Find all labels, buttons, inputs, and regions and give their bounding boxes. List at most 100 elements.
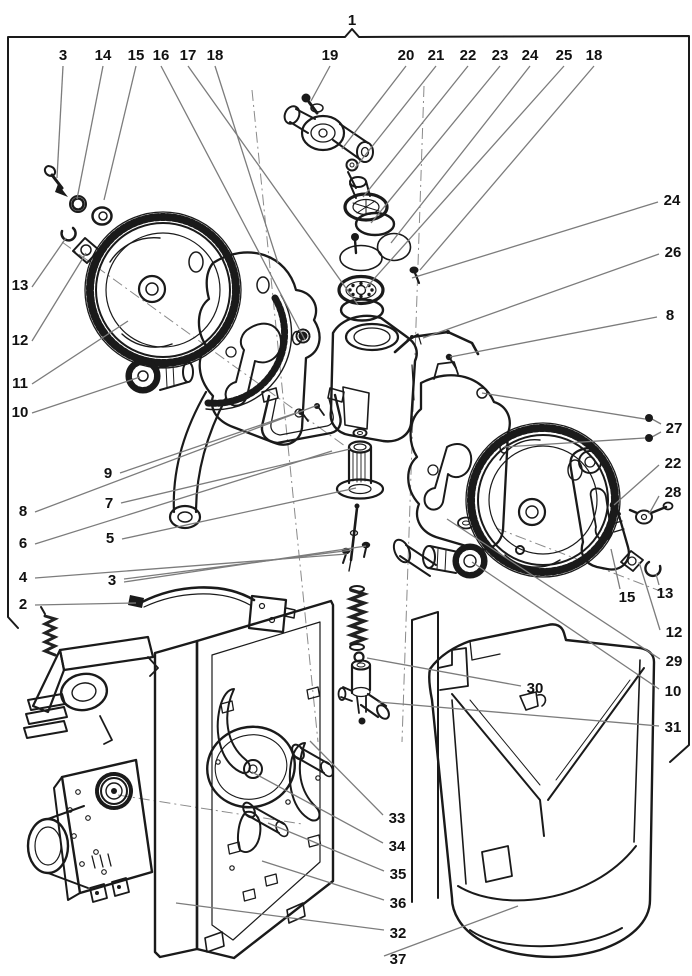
callout-26: 26 (665, 244, 682, 261)
callout-19: 19 (322, 47, 339, 64)
callout-23: 23 (492, 47, 509, 64)
leader-line-22 (613, 464, 660, 506)
callout-4: 4 (19, 569, 28, 586)
callout-22: 22 (665, 455, 682, 472)
left-gear-cluster (84, 211, 293, 411)
callout-25: 25 (556, 47, 573, 64)
leader-line-7 (120, 448, 351, 504)
leader-line-5 (121, 487, 357, 540)
callout-35: 35 (390, 866, 407, 883)
callout-9: 9 (104, 465, 112, 482)
outlet-fitting (337, 659, 390, 725)
leader-line-27 (651, 418, 662, 425)
callout-14: 14 (95, 47, 112, 64)
brew-chamber (329, 314, 422, 443)
leader-bullet-27 (645, 434, 653, 442)
callout-31: 31 (665, 719, 682, 736)
callout-6: 6 (19, 535, 27, 552)
leader-line-11 (31, 320, 129, 385)
leader-bullet-27 (645, 414, 653, 422)
callout-29: 29 (666, 653, 683, 670)
dregs-container (411, 611, 656, 959)
leader-line-18 (214, 65, 279, 264)
leader-line-37 (383, 905, 519, 957)
leader-line-12 (31, 252, 87, 342)
leader-line-32 (175, 902, 385, 931)
release-wire (393, 330, 480, 369)
diagram-frame (7, 28, 690, 763)
callout-10: 10 (665, 683, 682, 700)
leader-line-24 (411, 201, 659, 279)
leader-line-25 (364, 65, 565, 290)
back-panel (153, 599, 335, 960)
callout-11: 11 (12, 375, 28, 392)
leader-line-15 (103, 65, 137, 201)
callout-18: 18 (207, 47, 224, 64)
right-pinion (422, 543, 488, 579)
callout-36: 36 (390, 895, 407, 912)
callout-18: 18 (586, 47, 603, 64)
leader-line-8 (34, 404, 319, 513)
callout-15: 15 (619, 589, 636, 606)
callout-37: 37 (390, 951, 407, 968)
leader-line-22 (362, 65, 469, 198)
leader-line-21 (354, 65, 437, 169)
leader-line-6 (34, 450, 333, 545)
leader-line-26 (422, 253, 660, 339)
leader-line-19 (310, 65, 331, 102)
gear-motor (26, 758, 154, 903)
callout-32: 32 (390, 925, 407, 942)
callout-8: 8 (666, 307, 674, 324)
leader-line-27 (481, 392, 646, 420)
callout-12: 12 (12, 332, 29, 349)
leader-line-28 (648, 495, 660, 515)
leader-line-31 (377, 701, 660, 727)
left-cam-plate (168, 251, 321, 530)
leader-line-15 (610, 548, 621, 590)
callout-33: 33 (389, 810, 406, 827)
stirrup-bracket (260, 387, 345, 445)
leader-line-3 (123, 545, 367, 583)
leader-line-4 (34, 553, 348, 579)
leader-line-30 (366, 657, 522, 687)
callout-7: 7 (105, 495, 113, 512)
callout-13: 13 (657, 585, 674, 602)
callout-5: 5 (106, 530, 114, 547)
leader-line-20 (341, 65, 407, 150)
callout-1: 1 (348, 12, 356, 29)
leader-line-33 (309, 740, 384, 816)
callout-27: 27 (666, 420, 683, 437)
callout-20: 20 (398, 47, 415, 64)
leader-line-16 (160, 65, 306, 341)
leader-line-18 (419, 65, 595, 271)
leader-line-10 (31, 376, 141, 414)
fastener-set-left (43, 165, 113, 264)
callout-17: 17 (180, 47, 197, 64)
callout-3: 3 (108, 572, 116, 589)
leader-line-3 (56, 65, 64, 179)
main-spring (345, 585, 370, 663)
holder-bracket (23, 606, 159, 745)
callout-3: 3 (59, 47, 67, 64)
callout-16: 16 (153, 47, 170, 64)
leader-line-9 (119, 412, 297, 474)
leader-line-13 (31, 237, 67, 288)
leader-line-17 (187, 65, 359, 306)
leader-line-24 (390, 65, 531, 244)
callout-2: 2 (19, 596, 27, 613)
crank-lever (569, 447, 674, 578)
leader-line-23 (370, 65, 501, 224)
leader-line-14 (76, 65, 104, 200)
push-rod (341, 503, 371, 572)
leader-line-27 (651, 431, 662, 438)
callout-13: 13 (12, 277, 29, 294)
callout-34: 34 (389, 838, 406, 855)
leader-line-13 (655, 573, 660, 586)
right-gear (465, 422, 621, 578)
callout-10: 10 (12, 404, 29, 421)
leader-line-2 (34, 602, 137, 606)
leader-line-8 (449, 316, 658, 358)
callout-12: 12 (666, 624, 683, 641)
leader-line-29 (446, 518, 661, 660)
